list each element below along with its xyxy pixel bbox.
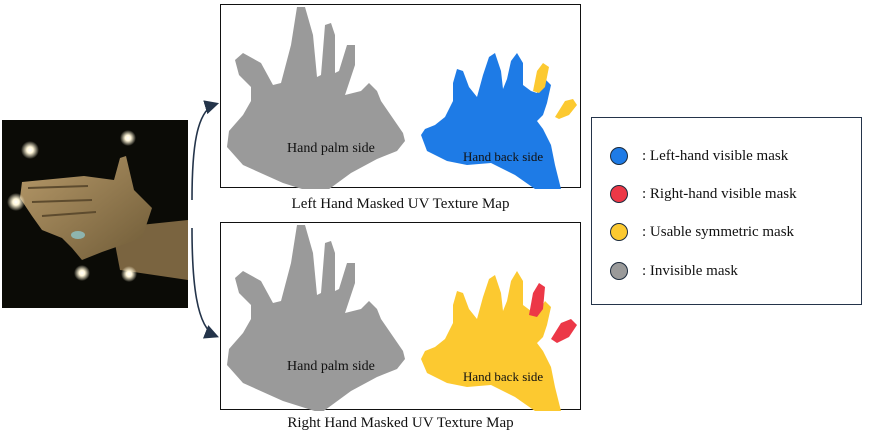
right-map-caption: Right Hand Masked UV Texture Map [287,415,514,431]
legend-item-invisible: : Invisible mask [610,259,738,283]
hand-photo [2,120,188,308]
legend-label: : Usable symmetric mask [642,223,795,240]
yellow-dot-icon [610,223,628,241]
legend-item-left-visible: : Left-hand visible mask [610,144,788,168]
legend-item-symmetric: : Usable symmetric mask [610,220,794,244]
right-hand-uv-panel: Hand palm side Hand back side [220,222,581,411]
arrow-to-left-map [191,100,220,201]
left-palm-label: Hand palm side [287,141,375,156]
right-palm-label: Hand palm side [287,359,375,374]
legend: : Left-hand visible mask : Right-hand vi… [591,117,862,305]
legend-label: : Invisible mask [642,262,738,279]
legend-label: : Left-hand visible mask [642,147,789,164]
left-back-mask [421,53,561,189]
left-back-yellow-1 [533,63,549,93]
right-back-red-1 [529,283,545,317]
right-palm-mask [227,225,405,411]
right-back-label: Hand back side [463,369,544,384]
left-palm-mask [227,7,405,189]
gray-dot-icon [610,262,628,280]
left-back-label: Hand back side [463,149,544,164]
blue-dot-icon [610,147,628,165]
legend-label: : Right-hand visible mask [642,185,797,202]
legend-item-right-visible: : Right-hand visible mask [610,182,797,206]
left-map-caption: Left Hand Masked UV Texture Map [291,196,510,212]
arrow-to-right-map [191,227,219,339]
red-dot-icon [610,185,628,203]
left-back-yellow-2 [555,99,577,119]
left-hand-uv-panel: Hand palm side Hand back side [220,4,581,189]
right-back-red-2 [551,319,577,343]
right-back-mask [421,271,561,411]
